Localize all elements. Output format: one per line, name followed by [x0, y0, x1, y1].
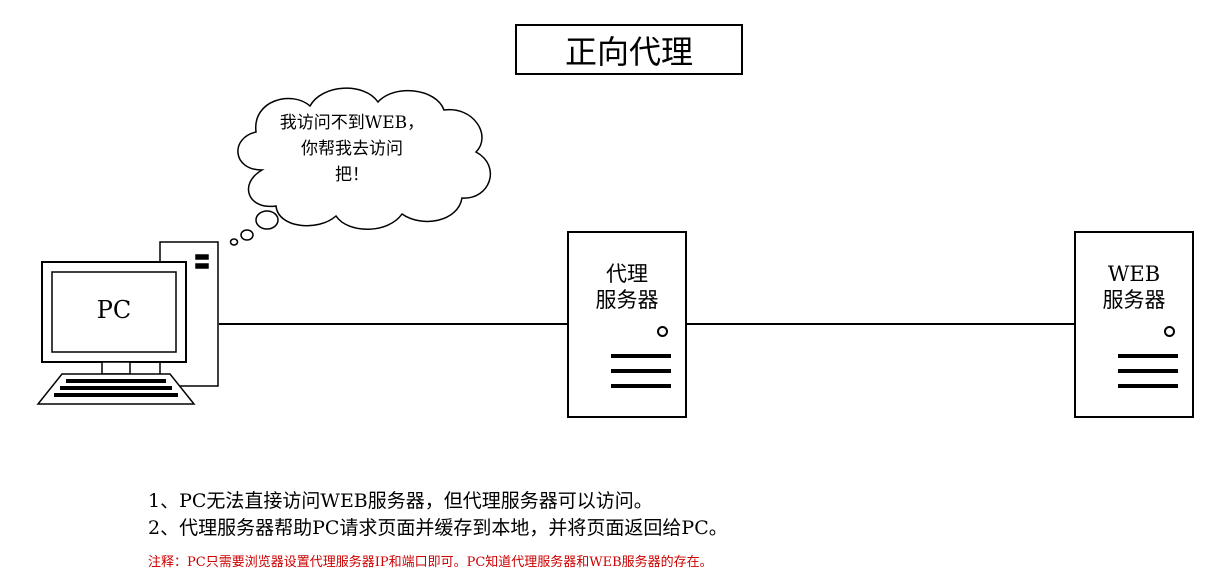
- web-server-label-line-2: 服务器: [1102, 288, 1166, 312]
- proxy-web-link: [686, 323, 1075, 325]
- web-server-label: WEB 服务器: [1076, 261, 1192, 313]
- proxy-server-led-icon: [657, 326, 668, 337]
- proxy-server-label: 代理 服务器: [569, 261, 685, 313]
- pc-proxy-link: [219, 323, 568, 325]
- proxy-server-slot: [611, 354, 671, 358]
- web-server-label-line-1: WEB: [1107, 262, 1161, 286]
- web-server-led-icon: [1164, 326, 1175, 337]
- diagram-title-text: 正向代理: [564, 32, 693, 71]
- web-server: WEB 服务器: [1074, 231, 1194, 418]
- pc-computer-icon: [36, 241, 219, 405]
- diagram-title: 正向代理: [515, 24, 743, 75]
- web-server-slot: [1118, 369, 1178, 373]
- cloud-line-2: 你帮我去访问: [301, 139, 403, 159]
- proxy-server-label-line-1: 代理: [606, 262, 648, 286]
- note-2: 2、代理服务器帮助PC请求页面并缓存到本地，并将页面返回给PC。: [148, 517, 728, 539]
- proxy-server-slot: [611, 369, 671, 373]
- note-1: 1、PC无法直接访问WEB服务器，但代理服务器可以访问。: [148, 490, 653, 512]
- cloud-message: 我访问不到WEB， 你帮我去访问 把！: [262, 110, 442, 188]
- cloud-line-1: 我访问不到WEB，: [279, 113, 425, 133]
- thought-cloud: [229, 87, 492, 246]
- web-server-slot: [1118, 354, 1178, 358]
- web-server-slot: [1118, 384, 1178, 388]
- proxy-server: 代理 服务器: [567, 231, 687, 418]
- proxy-server-label-line-2: 服务器: [595, 288, 659, 312]
- footnote: 注释：PC只需要浏览器设置代理服务器IP和端口即可。PC知道代理服务器和WEB服…: [148, 555, 713, 570]
- pc-label: PC: [96, 296, 132, 324]
- proxy-server-slot: [611, 384, 671, 388]
- cloud-line-3: 把！: [335, 165, 369, 185]
